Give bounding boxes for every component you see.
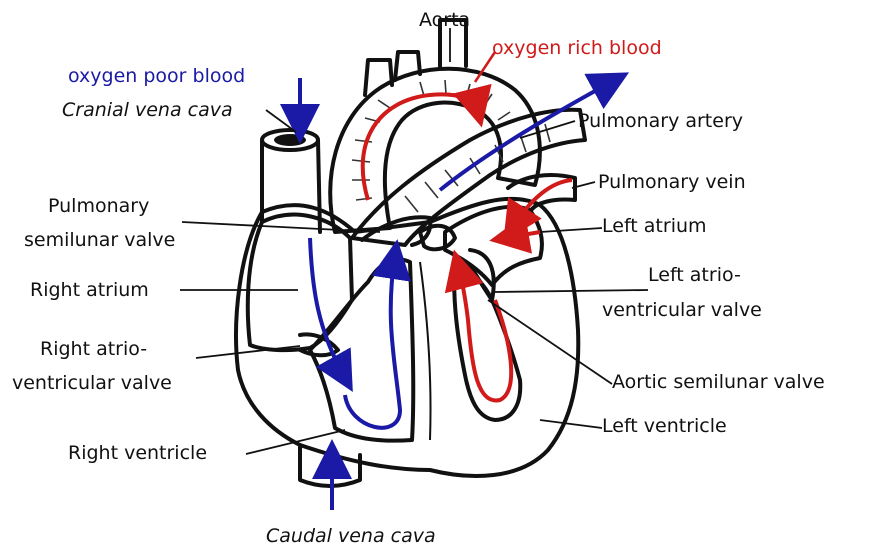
- right-atrium-chamber: [248, 215, 352, 351]
- label-left-atrium: Left atrium: [602, 215, 707, 237]
- leader-left-atrium: [540, 228, 602, 232]
- label-oxygen-rich-blood: oxygen rich blood: [492, 37, 662, 59]
- label-left-av-valve-line1: Left atrio-: [648, 264, 741, 286]
- label-right-atrium: Right atrium: [30, 279, 149, 301]
- label-left-ventricle: Left ventricle: [602, 415, 727, 437]
- leader-left-av-valve: [495, 290, 648, 292]
- label-pulmonary-semilunar-valve-line1: Pulmonary: [48, 195, 149, 217]
- label-cranial-vena-cava: Cranial vena cava: [62, 99, 233, 121]
- label-pulmonary-semilunar-valve-line2: semilunar valve: [24, 229, 175, 251]
- leader-left-ventricle: [540, 420, 602, 428]
- labels: Aorta oxygen rich blood oxygen poor bloo…: [12, 9, 825, 547]
- label-right-av-valve-line1: Right atrio-: [40, 338, 147, 360]
- leader-right-ventricle: [246, 430, 345, 454]
- label-right-av-valve-line2: ventricular valve: [12, 372, 172, 394]
- label-pulmonary-vein: Pulmonary vein: [598, 171, 746, 193]
- oxygen-rich-arrow-atrium: [505, 232, 540, 238]
- label-oxygen-poor-blood: oxygen poor blood: [68, 65, 245, 87]
- label-aorta: Aorta: [419, 9, 470, 31]
- septum-line: [420, 262, 431, 440]
- label-pulmonary-artery: Pulmonary artery: [578, 110, 743, 132]
- label-caudal-vena-cava: Caudal vena cava: [266, 525, 436, 547]
- label-aortic-semilunar-valve: Aortic semilunar valve: [612, 371, 825, 393]
- label-right-ventricle: Right ventricle: [68, 442, 207, 464]
- label-left-av-valve-line2: ventricular valve: [602, 299, 762, 321]
